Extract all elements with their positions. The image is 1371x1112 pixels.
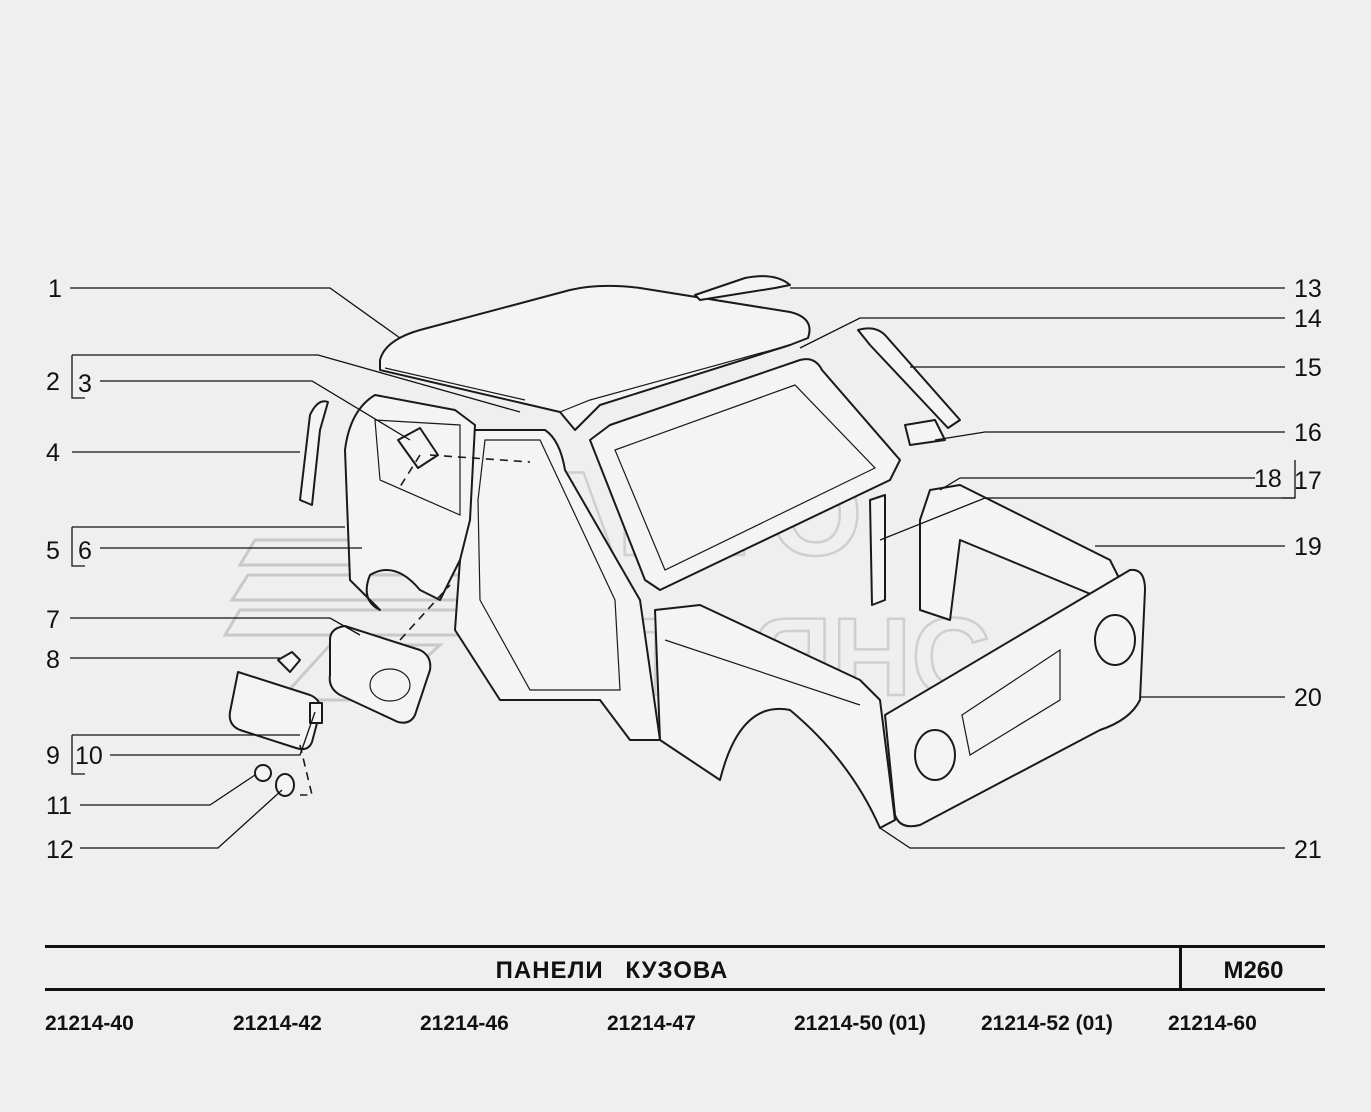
model-code: 21214-42 xyxy=(233,1012,322,1035)
callout-3: 3 xyxy=(78,370,92,398)
rear-pillar-trim xyxy=(299,400,329,506)
model-code: 21214-46 xyxy=(420,1012,509,1035)
callout-11: 11 xyxy=(46,792,72,820)
page-title: ПАНЕЛИ КУЗОВА xyxy=(495,957,729,984)
callout-14: 14 xyxy=(1294,305,1322,333)
side-frame xyxy=(454,429,661,741)
callout-4: 4 xyxy=(46,439,60,467)
callout-13: 13 xyxy=(1294,275,1322,303)
fuel-door xyxy=(228,671,322,751)
model-code: 21214-60 xyxy=(1168,1012,1257,1035)
fuel-filler-housing xyxy=(328,625,432,724)
callout-9: 9 xyxy=(46,742,60,770)
callout-8: 8 xyxy=(46,646,60,674)
callout-labels: 1 2 3 4 5 6 7 8 9 10 11 12 13 14 15 16 1… xyxy=(46,275,1322,864)
callout-1: 1 xyxy=(48,275,62,303)
body-assembly xyxy=(228,275,1146,829)
page-code: М260 xyxy=(1223,957,1284,984)
callout-5: 5 xyxy=(46,537,60,565)
callout-7: 7 xyxy=(46,606,60,634)
leader-lines xyxy=(70,287,1296,849)
rear-quarter-strip xyxy=(857,327,961,429)
rear-side-panel xyxy=(344,394,476,611)
roof-rail xyxy=(694,275,791,301)
right-lamp-opening xyxy=(1094,614,1136,666)
rear-inner-panel xyxy=(919,484,1121,621)
model-list: 21214-40 21214-42 21214-46 21214-47 2121… xyxy=(45,1012,1335,1046)
windshield-frame xyxy=(589,358,901,591)
title-divider xyxy=(1179,945,1182,991)
screw xyxy=(254,764,272,782)
bracket xyxy=(904,419,946,446)
rear-pillar-panel xyxy=(869,494,886,606)
callout-16: 16 xyxy=(1294,419,1322,447)
clip xyxy=(277,651,301,673)
callout-20: 20 xyxy=(1294,684,1322,712)
callout-19: 19 xyxy=(1294,533,1322,561)
model-code: 21214-47 xyxy=(607,1012,696,1035)
model-code: 21214-40 xyxy=(45,1012,134,1035)
callout-6: 6 xyxy=(78,537,92,565)
callout-15: 15 xyxy=(1294,354,1322,382)
callout-2: 2 xyxy=(46,368,60,396)
rear-wing-panel xyxy=(654,604,896,829)
model-code: 21214-50 (01) xyxy=(794,1012,926,1035)
title-bar: ПАНЕЛИ КУЗОВА М260 xyxy=(45,945,1325,991)
callout-10: 10 xyxy=(75,742,103,770)
roof-panel xyxy=(379,284,811,431)
body-panels-diagram: АВТО АЛЬЯНС xyxy=(46,275,1322,864)
left-lamp-opening xyxy=(914,729,956,781)
model-code: 21214-52 (01) xyxy=(981,1012,1113,1035)
callout-21: 21 xyxy=(1294,836,1322,864)
callout-18: 18 xyxy=(1254,465,1282,493)
callout-12: 12 xyxy=(46,836,74,864)
callout-17: 17 xyxy=(1294,467,1322,495)
